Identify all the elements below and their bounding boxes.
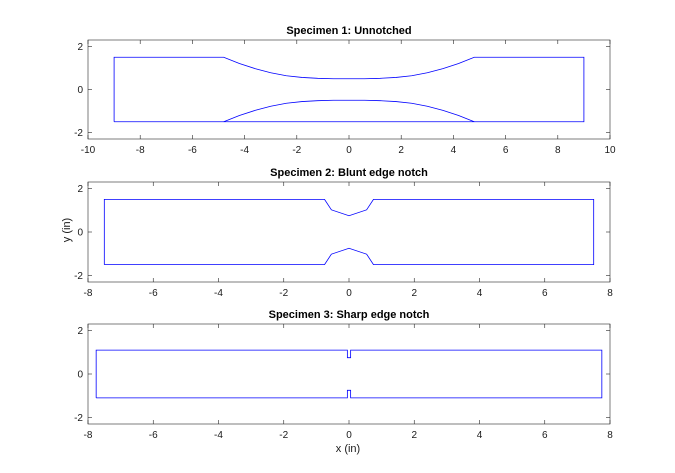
subplot-3: Specimen 3: Sharp edge notch -8 -6 -4 -2 0 2 4 6…	[74, 309, 613, 441]
axes-frame	[87, 323, 611, 425]
x-tick-label: -10	[81, 145, 96, 156]
x-tick-label: 10	[604, 145, 616, 156]
x-tick-label: -4	[214, 430, 223, 441]
specimen-outline	[103, 198, 595, 266]
x-tick-label: -6	[188, 145, 197, 156]
x-tick-label: 2	[398, 145, 404, 156]
x-tick-label: -8	[136, 145, 145, 156]
x-tick-label: -2	[279, 430, 288, 441]
y-tick-label: 0	[77, 228, 83, 239]
x-tick-label: 4	[477, 430, 483, 441]
specimen-outline	[113, 56, 585, 123]
x-tick-label: 0	[346, 145, 352, 156]
x-tick-label: 8	[607, 430, 613, 441]
y-axis-label: y (in)	[61, 218, 73, 242]
y-tick-label: 0	[77, 85, 83, 96]
x-tick-label: -8	[84, 430, 93, 441]
subplot-title: Specimen 2: Blunt edge notch	[270, 167, 428, 179]
specimen-outline	[95, 349, 603, 399]
x-tick-label: 4	[451, 145, 457, 156]
axes-frame	[87, 181, 611, 283]
y-tick-label: -2	[74, 271, 83, 282]
x-tick-label: 2	[411, 430, 417, 441]
x-tick-label: 8	[555, 145, 561, 156]
y-tick-label: -2	[74, 128, 83, 139]
subplot-title: Specimen 3: Sharp edge notch	[269, 309, 430, 321]
x-tick-label: -2	[292, 145, 301, 156]
y-tick-label: 2	[77, 326, 83, 337]
x-tick-label: -2	[279, 288, 288, 299]
x-tick-label: -6	[149, 288, 158, 299]
subplot-2: Specimen 2: Blunt edge notch -8 -6 -4 -2 0 2 4 6…	[74, 167, 613, 299]
y-tick-label: 2	[77, 42, 83, 53]
subplot-title: Specimen 1: Unnotched	[286, 25, 411, 37]
y-tick-label: -2	[74, 413, 83, 424]
x-tick-label: -4	[240, 145, 249, 156]
x-tick-label: 4	[477, 288, 483, 299]
x-tick-label: 6	[503, 145, 509, 156]
specimen-lower-edge	[223, 99, 475, 123]
x-tick-label: -8	[84, 288, 93, 299]
x-tick-label: -6	[149, 430, 158, 441]
x-tick-label: 6	[542, 430, 548, 441]
y-tick-label: 2	[77, 184, 83, 195]
x-tick-label: 0	[346, 430, 352, 441]
x-tick-label: -4	[214, 288, 223, 299]
x-tick-label: 8	[607, 288, 613, 299]
x-axis-label: x (in)	[336, 443, 360, 455]
subplot-1: Specimen 1: Unnotched -10 -8 -6 -4 -2 0 2 4 6 8 10 -…	[74, 25, 616, 156]
x-tick-label: 2	[411, 288, 417, 299]
y-tick-label: 0	[77, 370, 83, 381]
axes-frame	[87, 39, 611, 140]
x-tick-label: 0	[346, 288, 352, 299]
x-tick-label: 6	[542, 288, 548, 299]
